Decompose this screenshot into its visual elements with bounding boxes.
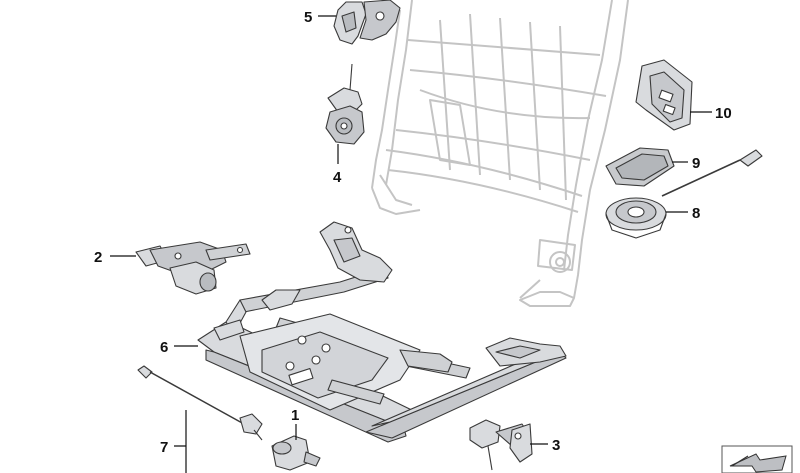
- fan-unit: [605, 149, 763, 239]
- leader-lines: [110, 15, 712, 473]
- seat-backrest-frame: [371, 0, 629, 307]
- lumbar-pump: [325, 63, 365, 145]
- callout-4: 4: [333, 169, 342, 186]
- mesh-pad: [605, 147, 675, 187]
- callout-10: 10: [715, 105, 732, 122]
- leader-7: [174, 410, 187, 473]
- control-module: [635, 59, 693, 131]
- cable-link: [137, 365, 263, 441]
- rear-spindle-drive: [469, 419, 533, 471]
- callout-5: 5: [304, 9, 312, 26]
- side-bracket: [333, 0, 401, 45]
- callout-1: 1: [291, 407, 299, 424]
- seat-base-frame: [197, 221, 567, 443]
- callout-8: 8: [692, 205, 700, 222]
- rail-actuator: [271, 435, 321, 471]
- callout-9: 9: [692, 155, 700, 172]
- callout-2: 2: [94, 249, 102, 266]
- callout-6: 6: [160, 339, 168, 356]
- corner-arrow-icon: [721, 445, 793, 473]
- callout-labels: 5 4 2 10 9 8 6 1 3 7: [94, 9, 732, 456]
- callout-3: 3: [552, 437, 560, 454]
- callout-7: 7: [160, 439, 168, 456]
- height-adjust-motor: [135, 241, 251, 295]
